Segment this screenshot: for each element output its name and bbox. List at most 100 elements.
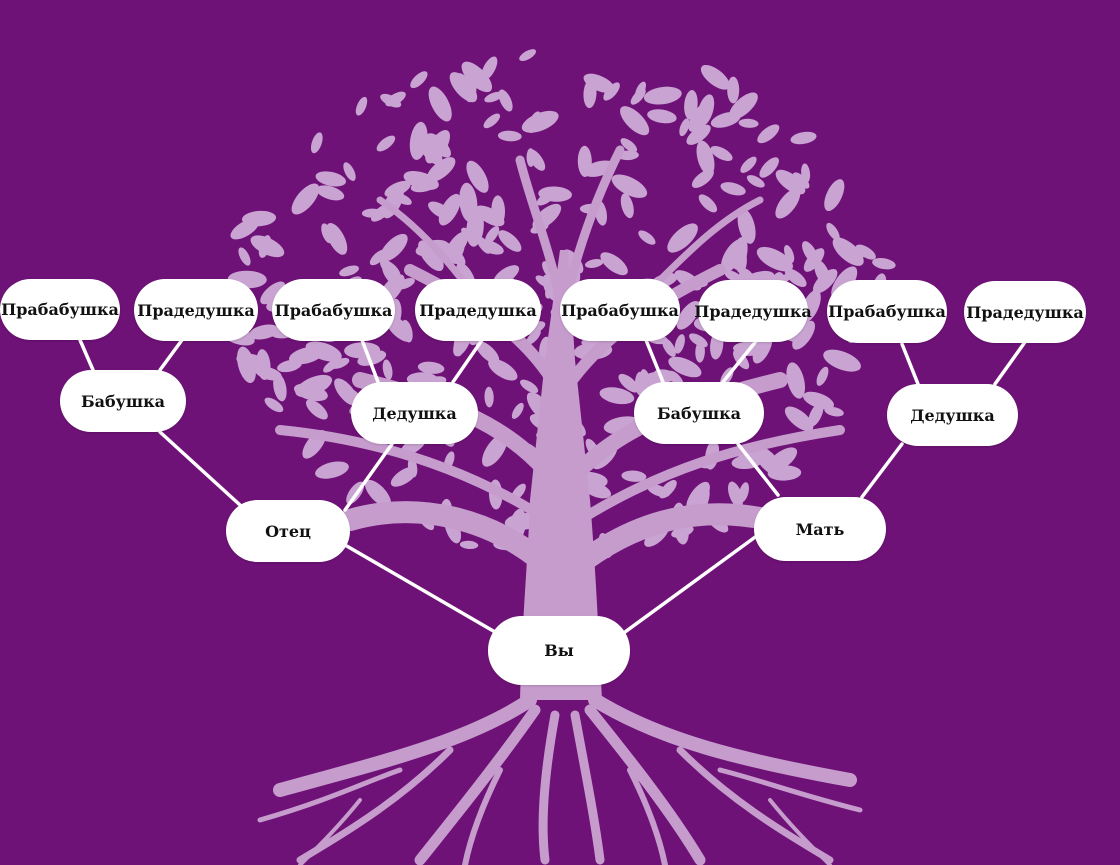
line-self-father [343, 543, 497, 634]
node-mother[interactable]: Мать [754, 497, 886, 561]
leaf [729, 92, 758, 120]
line-gm2-ggm3 [644, 338, 665, 384]
leaf [241, 210, 277, 227]
leaf [293, 383, 328, 402]
leaf [520, 379, 539, 394]
leaf [676, 300, 700, 330]
line-father-grandmother [158, 430, 242, 507]
leaf [784, 406, 814, 432]
leaf [808, 402, 824, 427]
leaf [746, 175, 765, 188]
leaf [484, 386, 494, 408]
leaf [667, 223, 698, 253]
leaf [382, 263, 403, 288]
leaf [851, 249, 868, 261]
leaf [273, 373, 287, 402]
line-gf1-ggf2 [451, 338, 484, 384]
leaf [316, 185, 345, 201]
leaf [738, 118, 759, 128]
node-great-grandfather-1[interactable]: Прадедушка [134, 279, 258, 341]
leaf [689, 333, 708, 348]
leaf [686, 124, 711, 145]
node-great-grandfather-4[interactable]: Прадедушка [964, 281, 1086, 343]
leaf [728, 481, 743, 508]
leaf [416, 132, 443, 165]
leaf [802, 391, 835, 410]
leaf [640, 369, 651, 390]
leaf [315, 171, 347, 187]
leaf [459, 182, 478, 223]
leaf [538, 186, 572, 202]
leaf [310, 132, 323, 154]
node-father[interactable]: Отец [226, 500, 350, 562]
leaf [767, 465, 802, 481]
leaf [364, 479, 392, 508]
leaf [766, 447, 798, 473]
node-great-grandmother-1[interactable]: Прабабушка [0, 279, 120, 340]
leaf [384, 180, 411, 198]
leaf [583, 79, 597, 109]
leaf [824, 179, 845, 212]
leaf [698, 194, 718, 213]
leaf [459, 540, 479, 550]
leaf [326, 222, 348, 255]
leaf [757, 124, 780, 144]
leaf [461, 227, 477, 241]
node-self[interactable]: Вы [488, 616, 630, 685]
leaf [775, 188, 801, 219]
leaf [260, 281, 286, 305]
leaf [339, 265, 359, 277]
leaf [236, 353, 269, 370]
leaf [289, 346, 324, 365]
leaf [393, 193, 412, 205]
leaf [786, 362, 806, 399]
node-paternal-grandfather[interactable]: Дедушка [351, 382, 478, 444]
leaf [343, 162, 356, 181]
leaf [401, 319, 413, 343]
leaf [449, 72, 478, 103]
line-father-grandfather [343, 442, 394, 512]
leaf [428, 86, 452, 122]
leaf [816, 366, 829, 386]
node-great-grandmother-2[interactable]: Прабабушка [272, 279, 395, 341]
line-gf2-ggm4 [900, 342, 920, 386]
line-gm1-ggf1 [158, 338, 184, 372]
node-great-grandmother-3[interactable]: Прабабушка [560, 279, 680, 341]
leaf [720, 182, 746, 196]
leaf [826, 222, 840, 241]
node-great-grandfather-2[interactable]: Прадедушка [415, 279, 541, 341]
leaf [643, 86, 682, 105]
leaf [784, 268, 807, 287]
leaf [679, 118, 690, 137]
leaf [577, 145, 592, 177]
leaf [584, 259, 604, 268]
leaf [254, 366, 282, 381]
leaf [344, 342, 381, 359]
leaf [724, 270, 743, 283]
leaf [379, 233, 408, 262]
leaf [380, 93, 402, 108]
leaf [410, 71, 428, 89]
leaf [249, 324, 280, 340]
leaf [526, 329, 541, 345]
leaf [521, 110, 559, 133]
line-gm2-ggf3 [721, 338, 759, 384]
leaf [668, 356, 702, 378]
node-maternal-grandmother[interactable]: Бабушка [634, 382, 764, 444]
leaf [803, 248, 825, 272]
line-gf1-ggm2 [360, 338, 380, 384]
node-great-grandfather-3[interactable]: Прадедушка [694, 280, 812, 342]
leaf [740, 156, 757, 173]
leaf [376, 135, 396, 152]
leaf [519, 49, 537, 62]
node-maternal-grandfather[interactable]: Дедушка [887, 384, 1018, 446]
leaf [477, 236, 491, 254]
node-great-grandmother-4[interactable]: Прабабушка [827, 280, 947, 343]
line-mother-grandfather [860, 442, 904, 499]
node-paternal-grandmother[interactable]: Бабушка [60, 370, 186, 432]
leaf [674, 334, 685, 354]
leaf [634, 81, 647, 100]
leaf [511, 402, 524, 419]
leaf [445, 245, 466, 266]
